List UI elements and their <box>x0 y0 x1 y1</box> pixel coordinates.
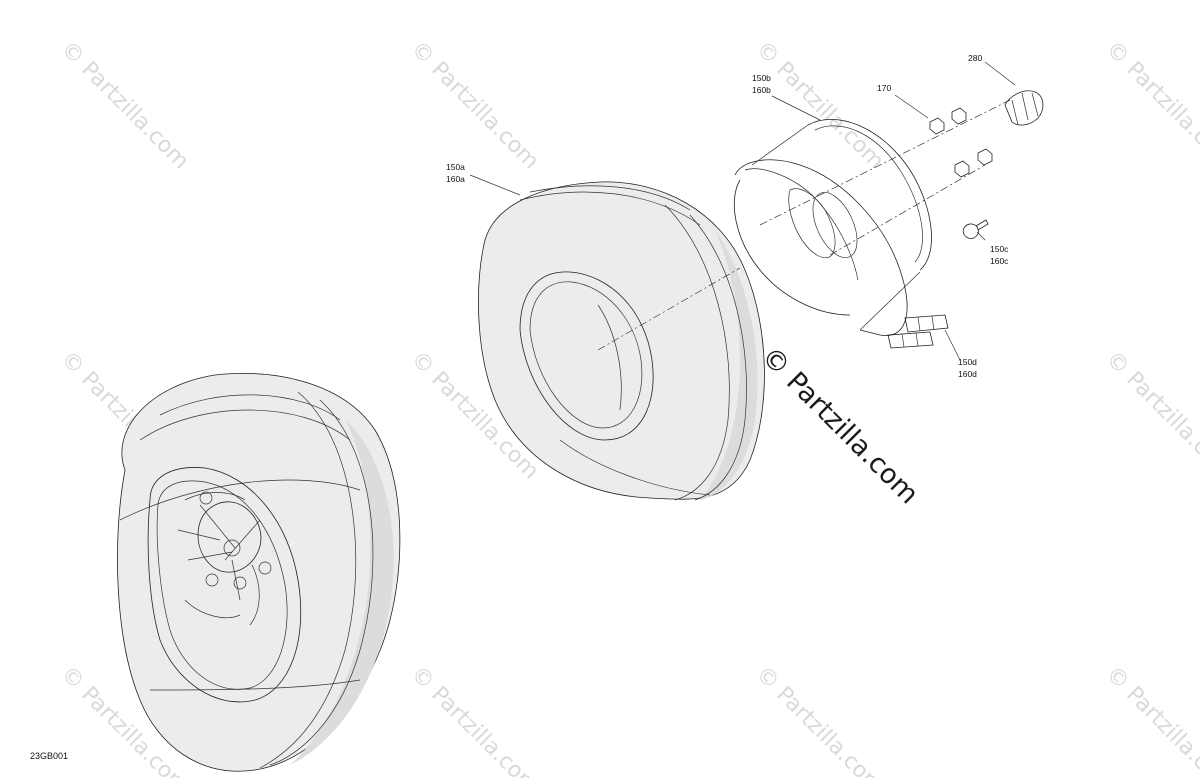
callout-150b: 150b <box>752 73 771 83</box>
callout-150c: 150c <box>990 244 1009 254</box>
watermark: © Partzilla.com <box>406 37 544 175</box>
watermark: © Partzilla.com <box>56 37 194 175</box>
callout-280: 280 <box>968 53 982 63</box>
leader-lines <box>469 61 1016 361</box>
callout-170: 170 <box>877 83 891 93</box>
watermark: © Partzilla.com <box>1101 347 1200 485</box>
watermark: © Partzilla.com <box>1101 662 1200 778</box>
callout-150d: 150d <box>958 357 977 367</box>
center-cap-drawing <box>1004 90 1044 126</box>
callout-160d: 160d <box>958 369 977 379</box>
callout-160c: 160c <box>990 256 1009 266</box>
figure-id: 23GB001 <box>30 751 68 761</box>
rim-drawing <box>733 99 1011 337</box>
wheel-weight-drawings <box>887 314 949 349</box>
callout-160a: 160a <box>446 174 465 184</box>
assembled-wheel-drawing <box>117 373 401 772</box>
watermark: © Partzilla.com <box>1101 37 1200 175</box>
watermark: © Partzilla.com <box>751 37 889 175</box>
watermark-prominent: © Partzilla.com <box>755 341 924 510</box>
callout-160b: 160b <box>752 85 771 95</box>
watermark: © Partzilla.com <box>406 662 544 778</box>
tire-drawing <box>478 181 765 501</box>
valve-stem-drawing <box>962 219 989 239</box>
nut-drawings <box>929 107 993 178</box>
callout-labels: 280 170 150b 160b 150a 160a 150c 160c 15… <box>446 53 1009 379</box>
callout-150a: 150a <box>446 162 465 172</box>
watermark: © Partzilla.com <box>751 662 889 778</box>
